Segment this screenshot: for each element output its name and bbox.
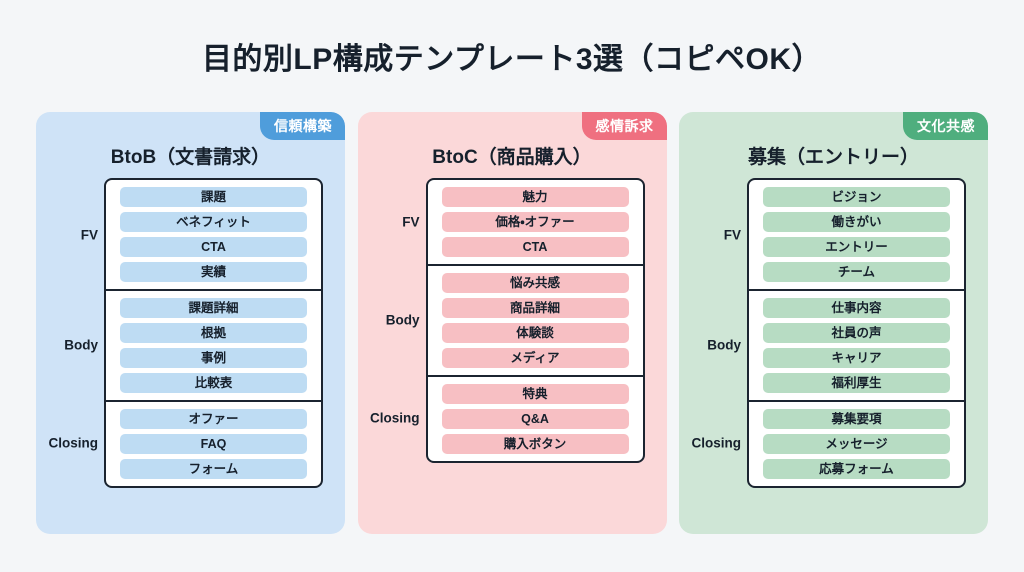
section-item[interactable]: ビジョン: [763, 187, 950, 207]
section-item[interactable]: 福利厚生: [763, 373, 950, 393]
section-fv: 課題ベネフィット CTA 実績: [106, 180, 321, 289]
section-item[interactable]: 商品詳細: [441, 298, 629, 318]
section-item[interactable]: 体験談: [441, 323, 629, 343]
section-closing: オファー FAQ フォーム: [106, 400, 321, 486]
section-item[interactable]: メディア: [441, 348, 629, 368]
section-closing: 募集要項メッセージ応募フォーム: [749, 400, 964, 486]
section-item[interactable]: CTA: [120, 237, 307, 257]
section-item[interactable]: 仕事内容: [763, 298, 950, 318]
card-title: 募集（エントリー）: [747, 147, 919, 168]
section-item[interactable]: 事例: [120, 348, 307, 368]
section-item[interactable]: 魅力: [441, 187, 629, 207]
section-label-body: Body: [64, 337, 98, 352]
section-closing: 特典 Q&A 購入ボタン: [427, 375, 643, 461]
section-item[interactable]: 課題: [120, 187, 307, 207]
section-item[interactable]: 特典: [441, 384, 629, 404]
section-body: 悩み共感商品詳細体験談メディア: [427, 264, 643, 375]
section-flow-box: ビジョン働きがいエントリーチーム仕事内容社員の声キャリア福利厚生募集要項メッセー…: [747, 178, 966, 488]
section-item[interactable]: 募集要項: [763, 409, 950, 429]
section-item[interactable]: キャリア: [763, 348, 950, 368]
card-title: BtoB（文書請求）: [110, 147, 271, 168]
section-label-closing: Closing: [48, 435, 99, 451]
section-fv: ビジョン働きがいエントリーチーム: [749, 180, 964, 289]
section-item[interactable]: フォーム: [120, 459, 307, 479]
section-item[interactable]: 課題詳細: [120, 298, 307, 318]
section-label-body: Body: [385, 312, 420, 327]
section-item[interactable]: チーム: [763, 262, 950, 282]
section-label-fv: FV: [723, 227, 741, 242]
section-item[interactable]: 価格・オファー: [441, 212, 629, 232]
section-label-fv: FV: [80, 227, 98, 242]
section-item[interactable]: FAQ: [120, 434, 307, 454]
section-item[interactable]: 根拠: [120, 323, 307, 343]
card-badge: 感情訴求: [581, 112, 667, 140]
card-badge: 文化共感: [903, 112, 988, 140]
section-item[interactable]: オファー: [120, 409, 307, 429]
card-badge: 信頼構築: [260, 112, 345, 140]
page-title: 目的別LP構成テンプレート3選（コピペOK）: [201, 43, 823, 76]
section-item[interactable]: ベネフィット: [120, 212, 307, 232]
section-item[interactable]: エントリー: [763, 237, 950, 257]
section-flow-box: 課題ベネフィット CTA 実績課題詳細根拠事例比較表オファー FAQ フォーム: [104, 178, 323, 488]
section-label-body: Body: [707, 337, 741, 352]
section-item[interactable]: 社員の声: [763, 323, 950, 343]
section-flow-box: 魅力価格・オファー CTA 悩み共感商品詳細体験談メディア特典 Q&A 購入ボタン: [425, 178, 645, 463]
section-item[interactable]: CTA: [441, 237, 629, 257]
section-item[interactable]: Q&A: [441, 409, 629, 429]
section-fv: 魅力価格・オファー CTA: [428, 180, 643, 264]
section-item[interactable]: 働きがい: [763, 212, 950, 232]
section-label-closing: Closing: [691, 435, 742, 451]
section-body: 仕事内容社員の声キャリア福利厚生: [749, 289, 964, 400]
card-title: BtoC（商品購入）: [432, 147, 592, 168]
section-item[interactable]: 比較表: [120, 373, 307, 393]
section-label-fv: FV: [402, 214, 420, 230]
section-body: 課題詳細根拠事例比較表: [106, 289, 321, 400]
section-item[interactable]: 悩み共感: [441, 273, 629, 293]
section-label-closing: Closing: [370, 410, 420, 426]
section-item[interactable]: 応募フォーム: [763, 459, 950, 479]
section-item[interactable]: 購入ボタン: [441, 434, 629, 454]
section-item[interactable]: 実績: [120, 262, 307, 282]
section-item[interactable]: メッセージ: [763, 434, 950, 454]
